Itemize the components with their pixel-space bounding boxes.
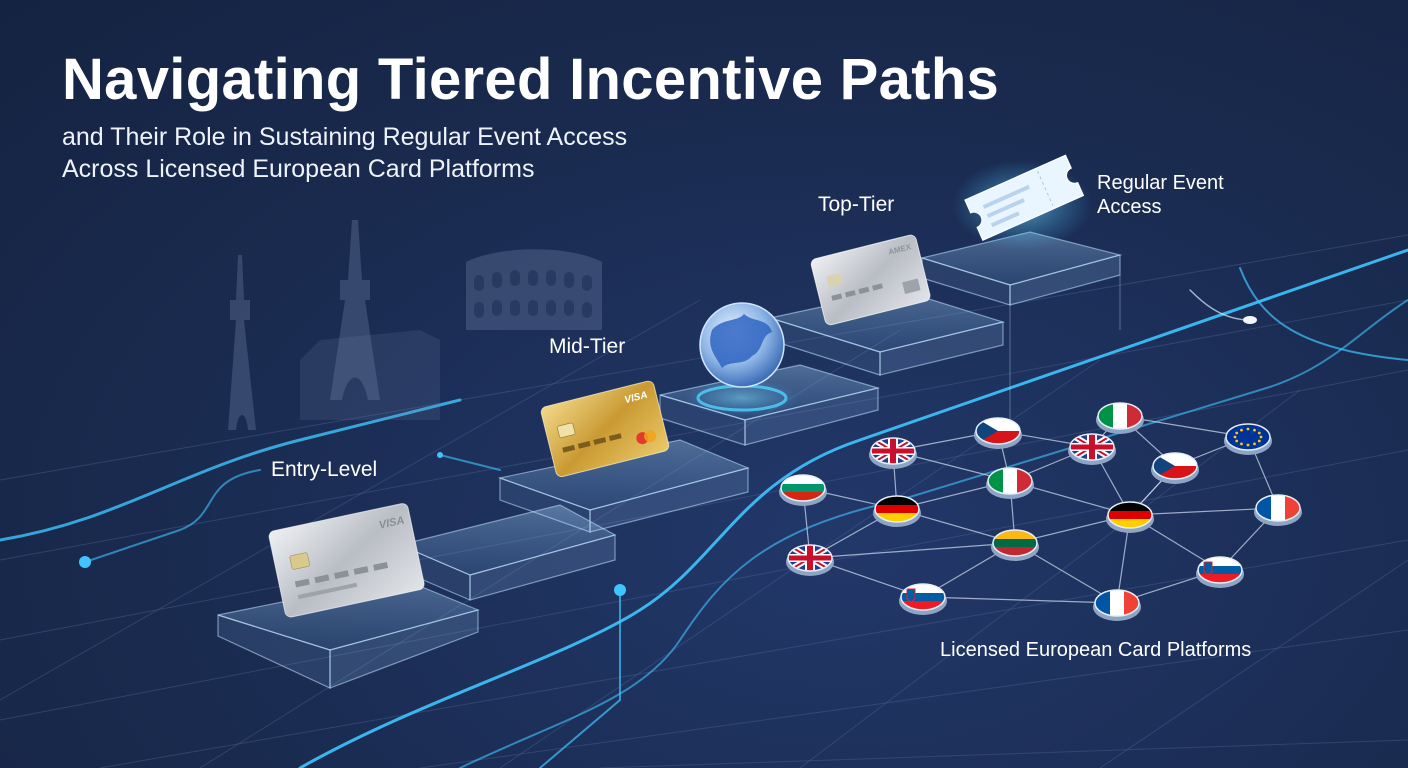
flag-slovenia-icon bbox=[899, 583, 947, 615]
tier-label-entry: Entry-Level bbox=[271, 458, 378, 481]
step-entry bbox=[217, 577, 480, 689]
glow-node bbox=[1243, 316, 1257, 324]
step-mid bbox=[497, 439, 750, 533]
event-access-label: Regular Event Access bbox=[1097, 171, 1224, 219]
flag-uk-icon bbox=[1068, 433, 1116, 465]
subtitle-line-2: Across Licensed European Card Platforms bbox=[62, 155, 535, 183]
platforms-label: Licensed European Card Platforms bbox=[940, 639, 1252, 661]
step-lower-mid bbox=[398, 504, 617, 601]
flag-eu-icon bbox=[1224, 423, 1272, 455]
ticket-icon bbox=[952, 154, 1092, 250]
flag-france-icon bbox=[1254, 494, 1302, 526]
glow-node bbox=[79, 556, 91, 568]
flag-czech-icon bbox=[974, 417, 1022, 449]
flag-germany-icon bbox=[873, 495, 921, 527]
step-summit bbox=[919, 231, 1123, 420]
flag-lithuania-icon bbox=[991, 529, 1039, 561]
page-title: Navigating Tiered Incentive Paths bbox=[62, 47, 1000, 112]
page-subtitle: and Their Role in Sustaining Regular Eve… bbox=[62, 121, 627, 185]
flag-czech-icon bbox=[1151, 452, 1199, 484]
mid-card: VISA bbox=[540, 380, 670, 478]
entry-card: VISA bbox=[268, 503, 425, 618]
event-access-line-1: Regular Event bbox=[1097, 172, 1224, 194]
glow-node bbox=[437, 452, 443, 458]
glow-lines bbox=[0, 248, 1408, 768]
subtitle-line-1: and Their Role in Sustaining Regular Eve… bbox=[62, 123, 628, 151]
glow-node bbox=[614, 584, 626, 596]
event-access-line-2: Access bbox=[1097, 196, 1162, 218]
flag-italy-icon bbox=[1096, 402, 1144, 434]
colosseum-arches bbox=[474, 270, 592, 318]
flag-italy-icon bbox=[986, 467, 1034, 499]
top-card: AMEX bbox=[810, 234, 931, 326]
entry-card-brand: VISA bbox=[378, 515, 406, 532]
flag-germany-icon bbox=[1106, 501, 1154, 533]
flag-uk-icon bbox=[869, 437, 917, 469]
mid-card-brand: VISA bbox=[623, 390, 648, 406]
tier-label-top: Top-Tier bbox=[818, 193, 895, 216]
flag-slovenia-icon bbox=[1196, 556, 1244, 588]
flag-uk-icon bbox=[786, 544, 834, 576]
tier-label-mid: Mid-Tier bbox=[549, 335, 626, 358]
flag-nodes bbox=[779, 402, 1302, 621]
globe-icon bbox=[684, 302, 800, 416]
flag-bulgaria-icon bbox=[779, 474, 827, 506]
flag-france-icon bbox=[1093, 589, 1141, 621]
landmark-silhouettes bbox=[228, 220, 602, 430]
